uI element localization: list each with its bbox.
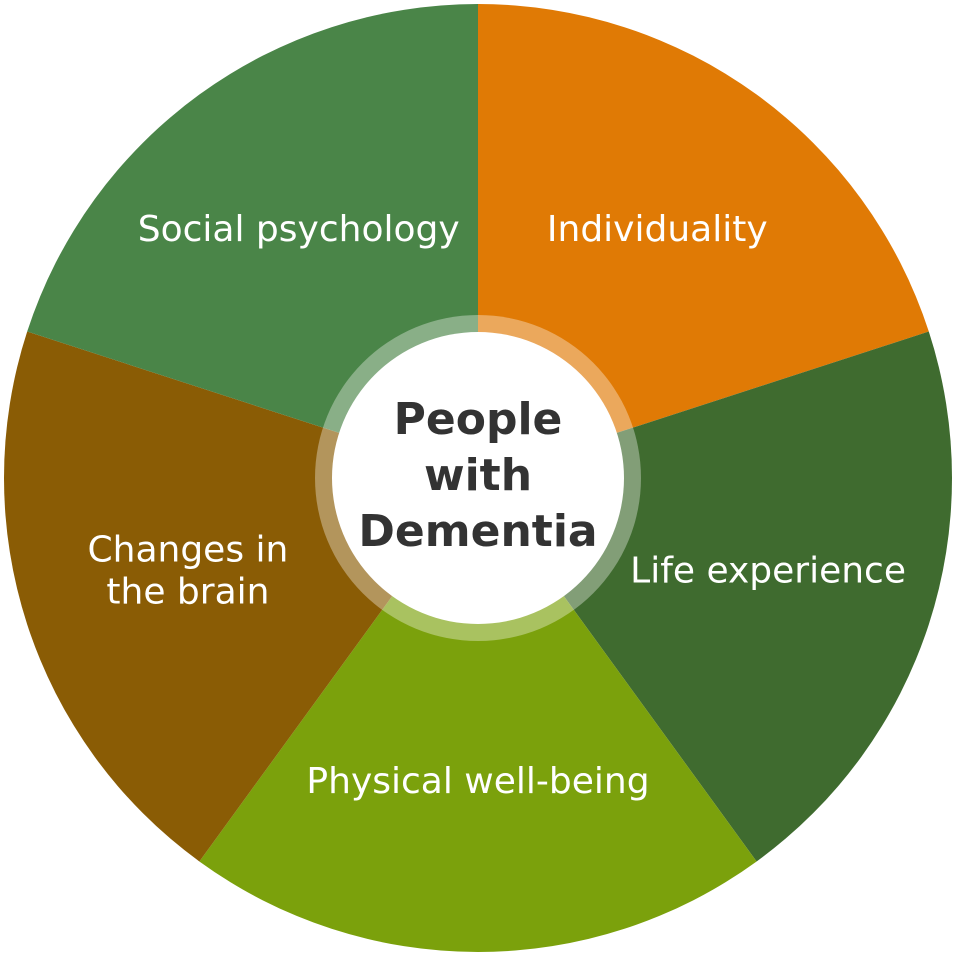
segment-label-line: the brain (106, 571, 269, 612)
segment-label-4: Social psychology (138, 209, 460, 250)
segment-label-2: Physical well-being (306, 761, 649, 802)
segment-label-1: Life experience (630, 550, 906, 591)
segment-label-line: Individuality (547, 209, 768, 250)
segment-label-line: Social psychology (138, 209, 460, 250)
segment-label-0: Individuality (547, 209, 768, 250)
center-label-line: People (394, 394, 563, 445)
center-label-line: with (424, 450, 532, 501)
center-label-line: Dementia (358, 506, 597, 557)
segment-4 (27, 4, 478, 478)
segment-label-line: Life experience (630, 550, 906, 591)
segment-0 (478, 4, 929, 478)
segment-label-line: Physical well-being (306, 761, 649, 802)
center-hub (332, 332, 624, 624)
segment-2 (199, 478, 757, 953)
segment-label-line: Changes in (87, 529, 288, 570)
